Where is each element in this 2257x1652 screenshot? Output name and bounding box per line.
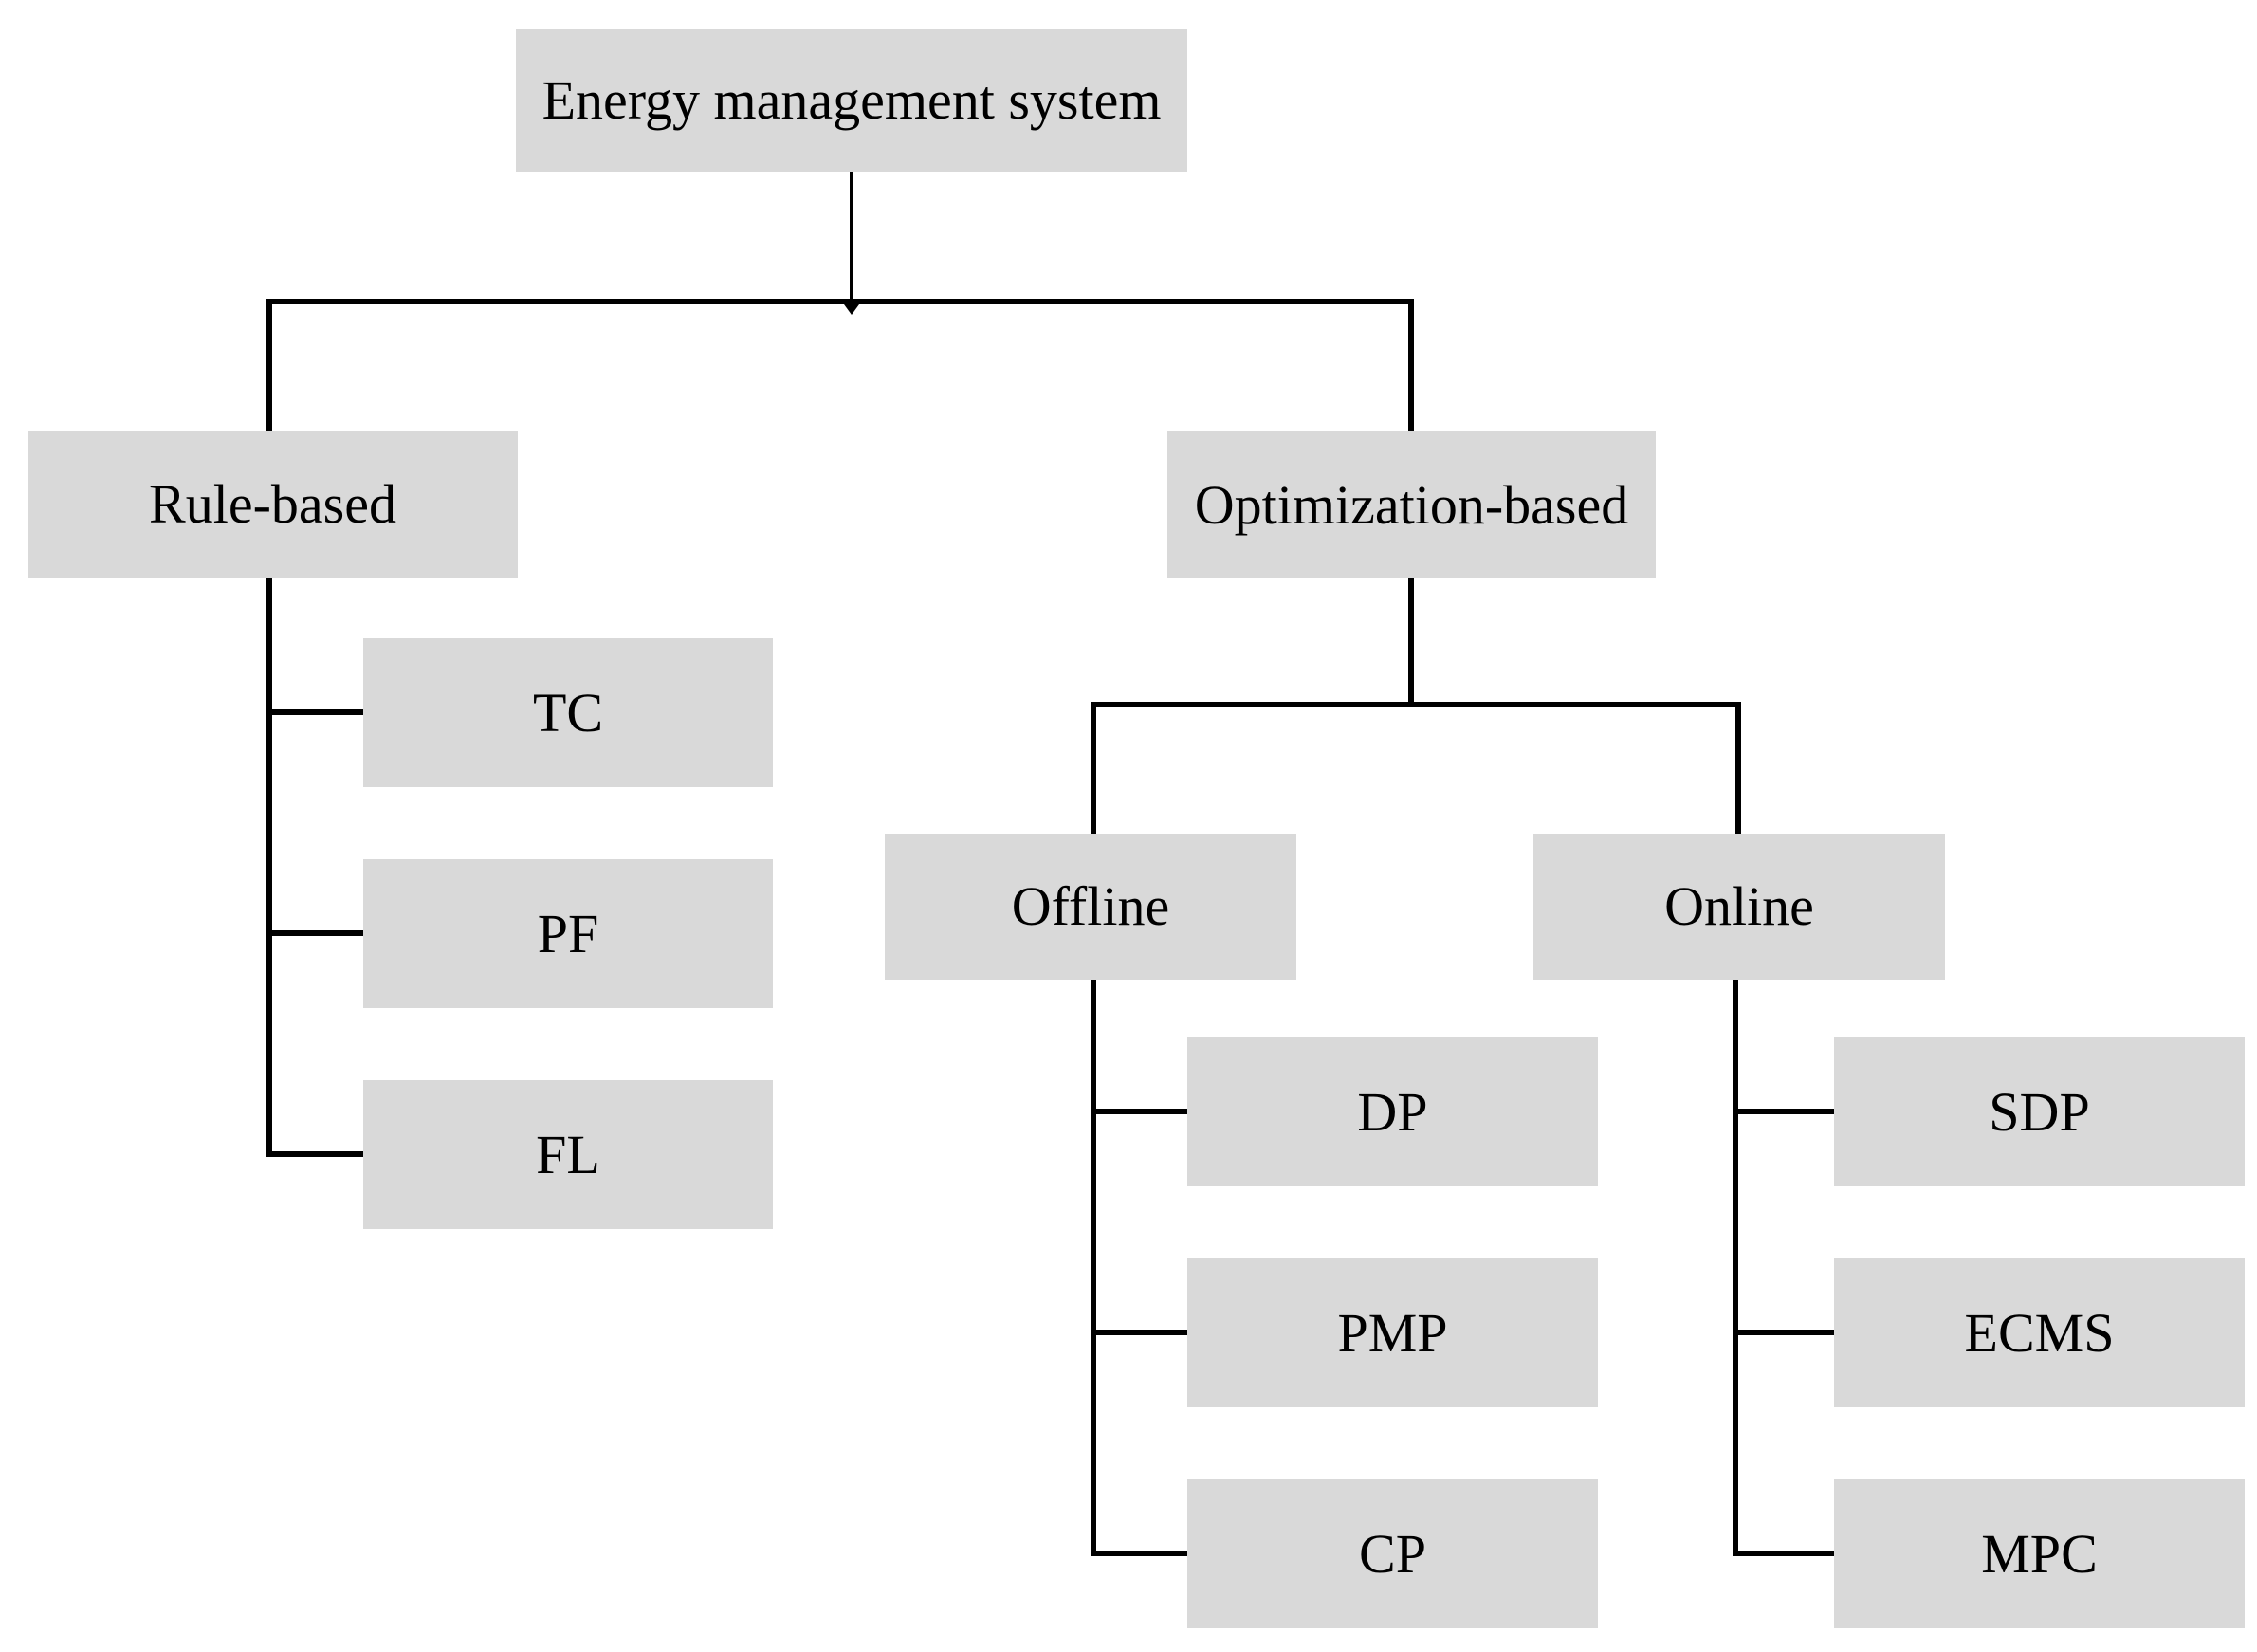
node-mpc: MPC xyxy=(1834,1479,2245,1628)
node-cp: CP xyxy=(1187,1479,1598,1628)
node-online-label: Online xyxy=(1664,875,1814,937)
node-optimization-based: Optimization-based xyxy=(1167,431,1656,578)
node-pf: PF xyxy=(363,859,773,1008)
node-sdp-label: SDP xyxy=(1989,1080,2090,1143)
connector-optimization-crossbar xyxy=(1091,702,1741,707)
node-offline-label: Offline xyxy=(1011,875,1170,937)
node-energy-management-system: Energy management system xyxy=(516,29,1187,172)
node-ecms-label: ECMS xyxy=(1964,1301,2115,1364)
connector-stub-fl xyxy=(269,1151,363,1157)
node-fl-label: FL xyxy=(536,1123,600,1185)
connector-rule-based-trunk xyxy=(266,578,272,1157)
node-cp-label: CP xyxy=(1359,1522,1426,1585)
node-rule-based: Rule-based xyxy=(28,431,518,578)
node-dp: DP xyxy=(1187,1037,1598,1186)
connector-online-trunk xyxy=(1733,980,1738,1556)
connector-stub-pf xyxy=(269,930,363,936)
node-pf-label: PF xyxy=(537,902,599,964)
node-dp-label: DP xyxy=(1357,1080,1428,1143)
arrowhead-down-icon xyxy=(844,304,859,315)
connector-offline-trunk xyxy=(1091,980,1096,1556)
node-tc: TC xyxy=(363,638,773,787)
connector-stub-cp xyxy=(1093,1551,1187,1556)
node-pmp: PMP xyxy=(1187,1258,1598,1407)
connector-to-online xyxy=(1735,702,1741,834)
connector-stub-tc xyxy=(269,709,363,715)
connector-to-offline xyxy=(1091,702,1096,834)
connector-stub-pmp xyxy=(1093,1330,1187,1335)
node-optimization-based-label: Optimization-based xyxy=(1194,473,1629,536)
node-ecms: ECMS xyxy=(1834,1258,2245,1407)
connector-root-stem xyxy=(850,172,853,302)
node-energy-management-system-label: Energy management system xyxy=(541,69,1162,131)
node-rule-based-label: Rule-based xyxy=(149,473,396,535)
connector-optimization-stem xyxy=(1408,578,1414,707)
node-online: Online xyxy=(1533,834,1945,980)
connector-to-rule-based xyxy=(266,299,272,431)
connector-stub-mpc xyxy=(1735,1551,1834,1556)
node-fl: FL xyxy=(363,1080,773,1229)
connector-stub-sdp xyxy=(1735,1109,1834,1114)
connector-stub-dp xyxy=(1093,1109,1187,1114)
connector-root-crossbar xyxy=(266,299,1414,304)
node-offline: Offline xyxy=(885,834,1296,980)
node-sdp: SDP xyxy=(1834,1037,2245,1186)
connector-stub-ecms xyxy=(1735,1330,1834,1335)
node-mpc-label: MPC xyxy=(1981,1522,2098,1585)
node-pmp-label: PMP xyxy=(1337,1301,1448,1364)
connector-to-optimization-based xyxy=(1408,299,1414,431)
node-tc-label: TC xyxy=(532,681,604,743)
